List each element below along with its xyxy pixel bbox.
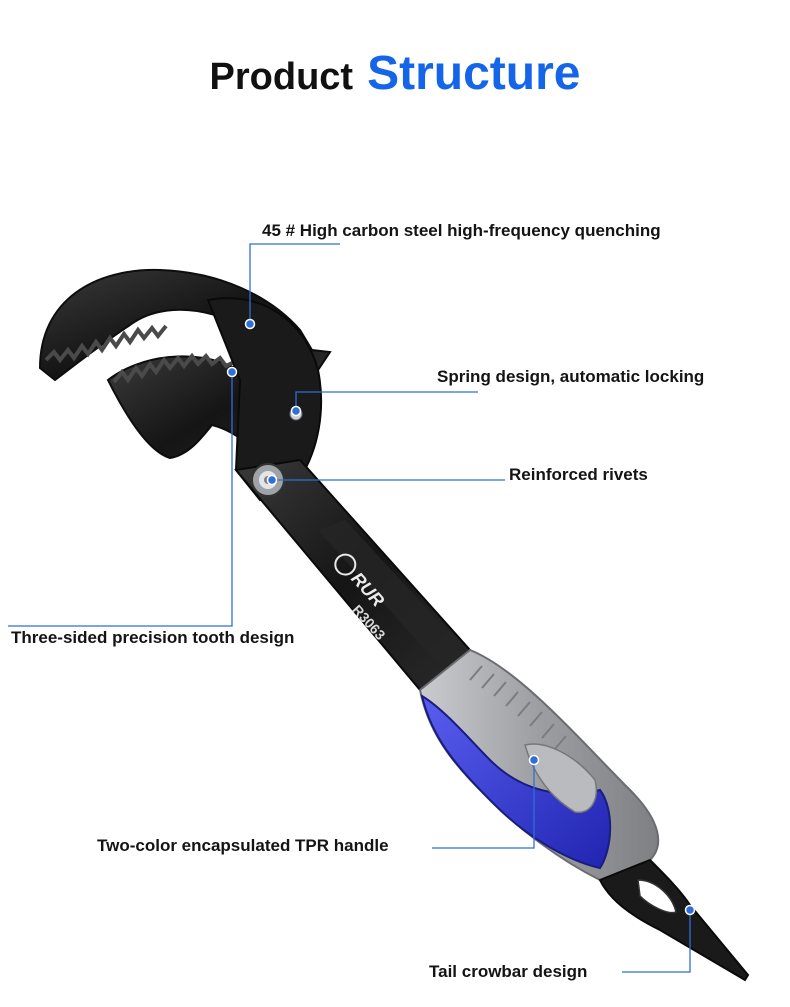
feature-label-rivets: Reinforced rivets [509,465,648,484]
callout-dot-spring [290,405,302,417]
callout-dot-steel [244,318,256,330]
feature-label-tail: Tail crowbar design [429,962,588,981]
tail-crowbar [598,858,750,982]
callout-lines [8,243,691,973]
callout-dots [226,318,696,916]
handle-blue-grip [420,693,612,870]
title-prefix: Product [209,56,354,98]
callout-dot-handle [528,754,540,766]
callout-line-spring [295,391,478,411]
feature-label-spring: Spring design, automatic locking [437,367,705,386]
feature-label-tooth: Three-sided precision tooth design [11,628,295,647]
callout-dot-tail [684,904,696,916]
feature-label-handle: Two-color encapsulated TPR handle [97,836,389,855]
callout-dot-rivets [266,474,278,486]
title-highlight: Structure [367,47,581,100]
brand-logo-icon [334,553,357,576]
page-title: Product Structure [0,44,790,115]
callout-line-handle [432,760,535,849]
callout-line-tooth [8,372,233,627]
callout-line-tail [622,910,691,973]
handle-ridges [469,665,567,751]
callout-dot-tooth [226,366,238,378]
feature-label-steel: 45 # High carbon steel high-frequency qu… [262,221,661,240]
callout-line-steel [249,243,340,324]
